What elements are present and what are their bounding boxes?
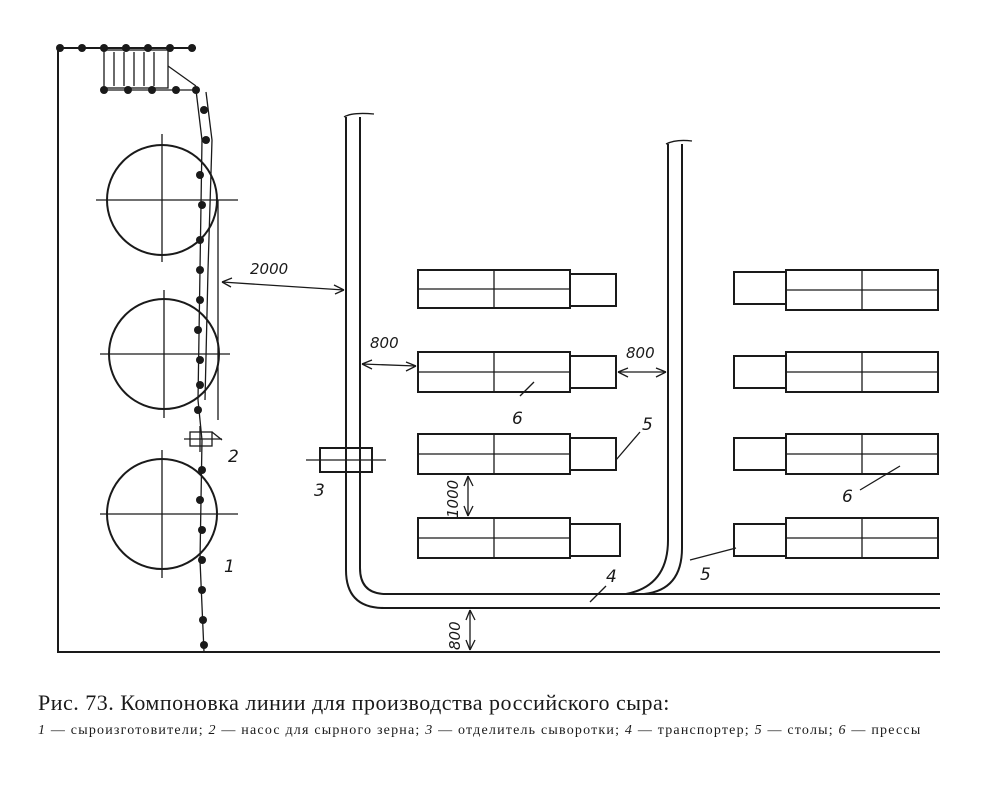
dimension-2000: 2000 (250, 260, 288, 278)
left-press-group (417, 269, 621, 559)
dimension-800-bottom: 800 (446, 621, 464, 650)
railing-post (196, 381, 204, 389)
legend-text: — прессы (846, 723, 922, 738)
railing-post (196, 171, 204, 179)
railing-post (144, 44, 152, 52)
railing-post (78, 44, 86, 52)
press-row-2 (417, 351, 617, 393)
railing-post (196, 496, 204, 504)
legend-item: 3 — отделитель сыворотки; (425, 723, 625, 738)
press-row-7 (733, 433, 939, 475)
railing-post (194, 326, 202, 334)
railing-post (198, 556, 206, 564)
callout-4: 4 (606, 567, 617, 587)
legend-number: 2 (208, 723, 217, 738)
dimension-800-right: 800 (626, 344, 655, 362)
cheese-vat-1 (96, 134, 238, 262)
railing-post (199, 616, 207, 624)
legend-item: 4 — транспортер; (625, 723, 755, 738)
figure-caption: Рис. 73. Компоновка линии для производст… (38, 690, 968, 739)
railing-post (188, 44, 196, 52)
dimension-1000: 1000 (444, 480, 462, 518)
railing-post (100, 44, 108, 52)
railing-post (196, 266, 204, 274)
legend-item: 5 — столы; (755, 723, 839, 738)
legend-number: 6 (838, 723, 847, 738)
callout-1: 1 (224, 557, 235, 577)
railing-post (124, 86, 132, 94)
callout-6-left: 6 (512, 409, 523, 429)
railing-post (172, 86, 180, 94)
callout-6-right: 6 (842, 487, 853, 507)
railing-post (192, 86, 200, 94)
railing-post (198, 201, 206, 209)
legend-item: 2 — насос для сырного зерна; (209, 723, 426, 738)
legend-text: — сыроизготовители; (46, 723, 209, 738)
caption-title: Рис. 73. Компоновка линии для производст… (38, 690, 670, 715)
railing-post (200, 641, 208, 649)
leader-lines (211, 381, 901, 603)
legend-number: 3 (425, 723, 434, 738)
whey-separator (306, 438, 386, 484)
railing-post (196, 236, 204, 244)
legend-number: 1 (38, 723, 47, 738)
railing-post (122, 44, 130, 52)
dimension-800-left: 800 (370, 334, 399, 352)
press-row-4 (417, 517, 621, 559)
layout-diagram: 1 2 3 4 5 5 6 6 2000 800 800 1000 800 (56, 44, 940, 653)
caption-legend: 1 — сыроизготовители; 2 — насос для сырн… (38, 722, 968, 739)
press-row-1 (417, 269, 617, 309)
legend-number: 4 (624, 723, 634, 738)
legend-item: 1 — сыроизготовители; (38, 723, 209, 738)
callout-5-left: 5 (642, 415, 653, 435)
press-row-5 (733, 269, 939, 311)
legend-number: 5 (754, 723, 763, 738)
press-row-3 (417, 433, 617, 475)
cheese-vat-3 (100, 450, 238, 578)
railing-post (194, 406, 202, 414)
conveyor (343, 112, 940, 609)
railing-post (56, 44, 64, 52)
railing-post (196, 356, 204, 364)
railing-post (166, 44, 174, 52)
right-press-group (733, 269, 939, 559)
railing-post (202, 136, 210, 144)
callout-3: 3 (314, 481, 325, 501)
railing-post (200, 106, 208, 114)
press-row-8 (733, 517, 939, 559)
callout-2: 2 (228, 447, 239, 467)
legend-text: — отделитель сыворотки; (433, 723, 625, 738)
stair-platform (103, 49, 197, 89)
legend-item: 6 — прессы (839, 723, 922, 738)
railing-post (198, 466, 206, 474)
legend-text: — столы; (762, 723, 839, 738)
legend-text: — транспортер; (633, 723, 755, 738)
railing-post (198, 586, 206, 594)
cheese-vat-2 (100, 290, 230, 418)
dimension-lines (221, 277, 667, 651)
railing-posts (56, 44, 210, 649)
railing-post (198, 526, 206, 534)
press-row-6 (733, 351, 939, 393)
callout-5-right: 5 (700, 565, 711, 585)
curd-pump (184, 426, 222, 452)
railing-post (100, 86, 108, 94)
railing-post (148, 86, 156, 94)
railing-post (196, 296, 204, 304)
legend-text: — насос для сырного зерна; (216, 723, 426, 738)
